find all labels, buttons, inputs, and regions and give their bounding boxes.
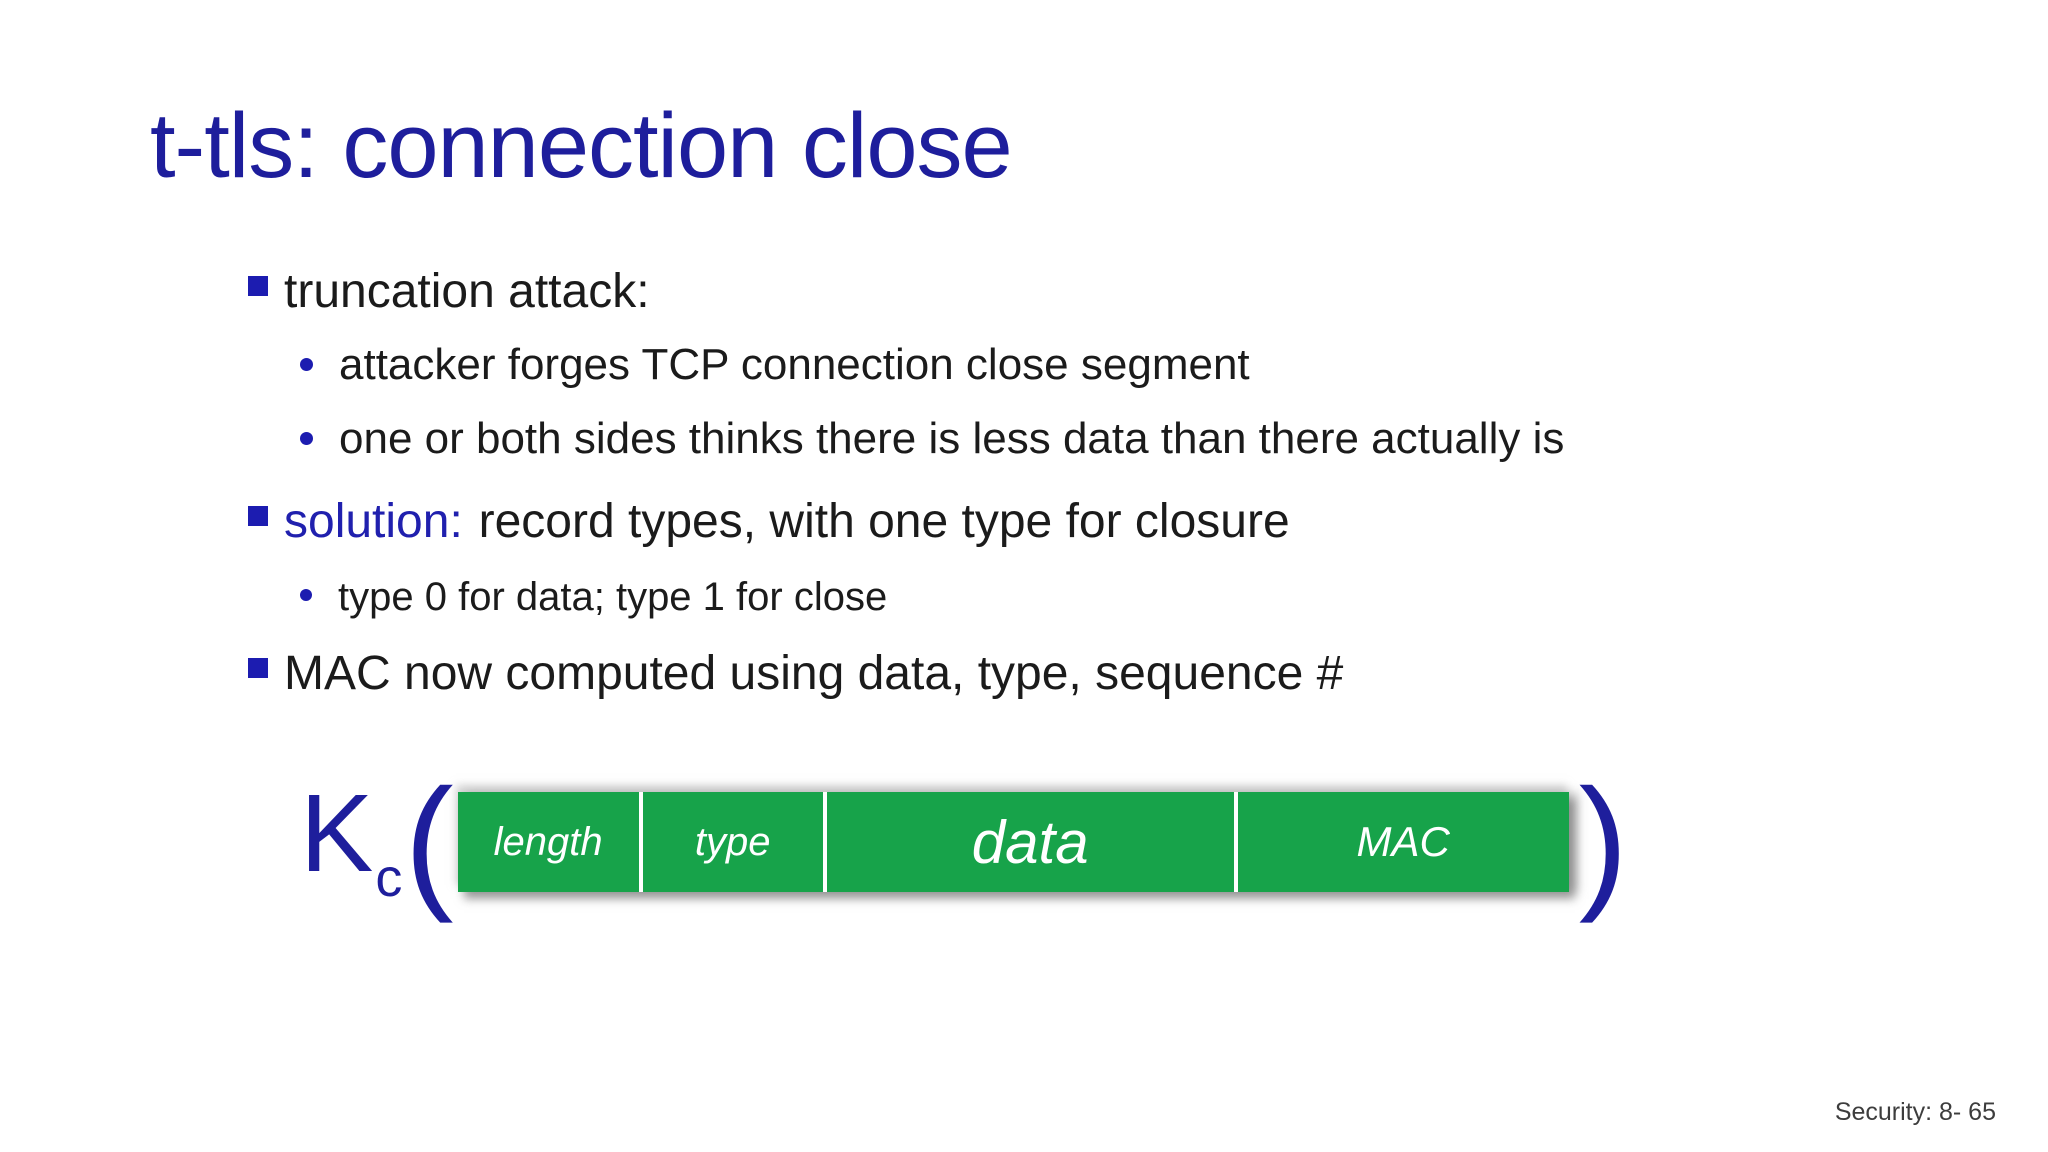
key-symbol: Kc bbox=[300, 779, 402, 905]
bullet-text: MAC now computed using data, type, seque… bbox=[284, 647, 1344, 700]
bullet-square-icon bbox=[248, 276, 268, 296]
open-paren: ( bbox=[404, 759, 454, 924]
record-field-data: data bbox=[827, 792, 1238, 892]
bullet-square-icon bbox=[248, 506, 268, 526]
key-letter: K bbox=[300, 772, 374, 896]
solution-label: solution: bbox=[284, 495, 463, 548]
bullet-solution: solution: record types, with one type for… bbox=[248, 494, 1290, 549]
slide-page-number: Security: 8- 65 bbox=[1834, 1098, 1996, 1126]
close-paren: ) bbox=[1578, 759, 1628, 924]
bullet-truncation-attack: truncation attack: bbox=[248, 264, 650, 319]
tls-record-diagram: length type data MAC bbox=[457, 792, 1569, 892]
subbullet-attacker-forges: attacker forges TCP connection close seg… bbox=[300, 340, 1250, 391]
subbullet-type0: type 0 for data; type 1 for close bbox=[300, 574, 887, 620]
subbullet-text: attacker forges TCP connection close seg… bbox=[339, 340, 1250, 389]
subbullet-one-or-both: one or both sides thinks there is less d… bbox=[300, 414, 1564, 465]
bullet-dot-icon bbox=[300, 432, 313, 445]
subbullet-text: one or both sides thinks there is less d… bbox=[339, 414, 1565, 463]
bullet-text: solution: record types, with one type for… bbox=[284, 494, 1290, 549]
bullet-square-icon bbox=[248, 658, 268, 678]
key-subscript: c bbox=[375, 847, 403, 908]
subbullet-text: type 0 for data; type 1 for close bbox=[338, 575, 888, 619]
bullet-dot-icon bbox=[300, 358, 313, 371]
record-field-mac: MAC bbox=[1356, 818, 1450, 865]
record-field-type: type bbox=[643, 792, 827, 892]
bullet-text: truncation attack: bbox=[284, 265, 650, 318]
bullet-mac-computed: MAC now computed using data, type, seque… bbox=[248, 646, 1343, 701]
page-title: t-tls: connection close bbox=[150, 95, 1013, 197]
encrypted-record-expression: Kc ( length type data MAC ) bbox=[300, 768, 1628, 916]
solution-rest: record types, with one type for closure bbox=[478, 495, 1290, 548]
bullet-dot-icon bbox=[300, 589, 312, 601]
record-field-length: length bbox=[458, 792, 643, 892]
